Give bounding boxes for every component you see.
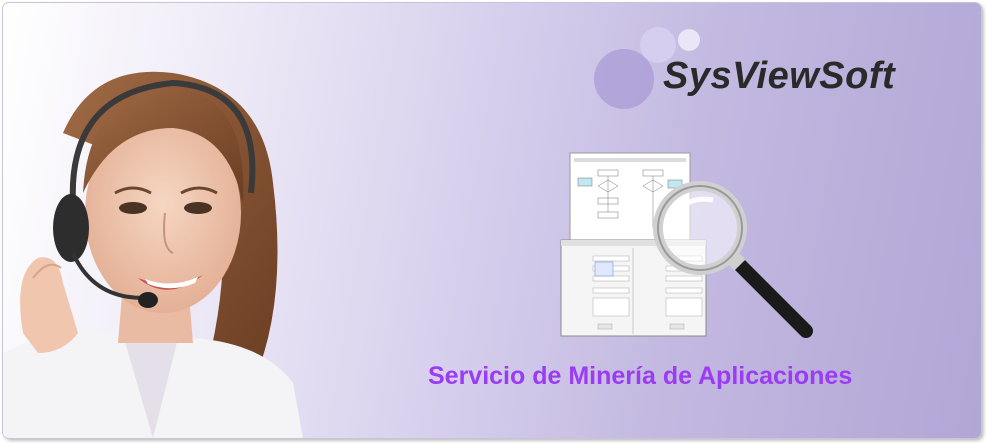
brand-name: SysViewSoft xyxy=(663,55,896,97)
banner: SysViewSoft xyxy=(3,3,981,438)
magnifying-glass-icon xyxy=(653,181,813,338)
service-caption: Servicio de Minería de Aplicaciones xyxy=(428,362,853,390)
bubbles-logo-icon xyxy=(594,27,700,109)
application-screenshots-icon xyxy=(560,152,813,338)
customer-support-agent-icon xyxy=(3,71,303,438)
